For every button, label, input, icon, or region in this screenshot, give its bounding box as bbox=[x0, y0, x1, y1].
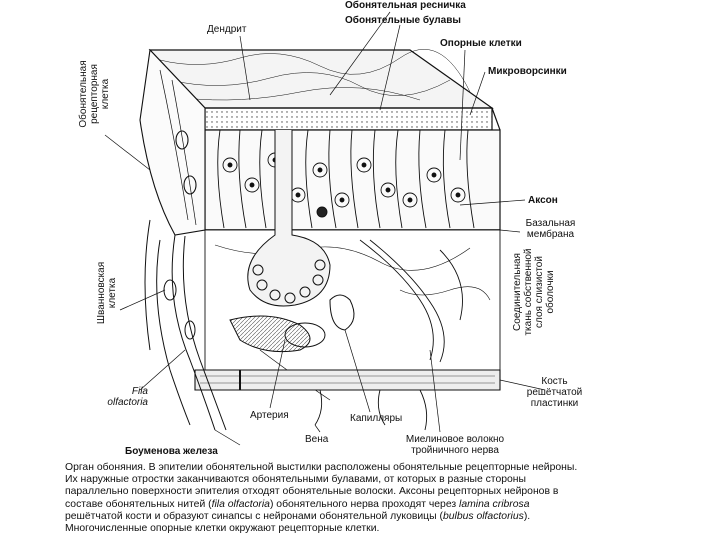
caption-line-4d: lamina cribrosa bbox=[459, 498, 530, 510]
caption-line-4: составе обонятельных нитей (fila olfacto… bbox=[65, 499, 665, 511]
label-dendrite: Дендрит bbox=[207, 24, 247, 35]
caption-line-5: решётчатой кости и образуют синапсы с не… bbox=[65, 511, 665, 523]
caption-line-5a: решётчатой кости и образуют синапсы с не… bbox=[65, 510, 443, 522]
label-capillaries: Капилляры bbox=[350, 413, 403, 424]
lamina-propria bbox=[204, 229, 501, 371]
label-fila-line2: olfactoria bbox=[107, 397, 148, 408]
label-fila-olfactoria: Fila olfactoria bbox=[70, 386, 148, 408]
label-myelin-line2: тройничного нерва bbox=[411, 445, 499, 456]
label-basal-membrane-line2: мембрана bbox=[526, 229, 575, 240]
label-cribriform-bone: Кость решётчатой пластинки bbox=[522, 376, 587, 409]
label-lamina-line2: ткань собственной bbox=[523, 248, 534, 336]
olfactory-diagram: Обонятельная ресничка Дендрит Обонятельн… bbox=[70, 0, 587, 457]
caption-line-3: параллельно поверхности эпителия отходят… bbox=[65, 486, 559, 498]
label-receptor-cell-vertical: Обонятельная рецепторная клетка bbox=[78, 48, 111, 140]
label-receptor-line2: рецепторная bbox=[89, 64, 100, 124]
fila-olfactoria bbox=[144, 219, 227, 431]
label-schwann-line2: клетка bbox=[107, 277, 118, 309]
label-lamina-line1: Соединительная bbox=[512, 253, 523, 331]
leader-lines bbox=[104, 11, 546, 446]
label-supporting-cells: Опорные клетки bbox=[440, 38, 522, 49]
label-basal-membrane: Базальная мембрана bbox=[518, 218, 583, 240]
label-axon: Аксон bbox=[528, 195, 558, 206]
epithelium-surface bbox=[148, 49, 494, 109]
bone-plate bbox=[194, 369, 501, 391]
figure-caption: Орган обоняния. В эпителии обонятельной … bbox=[65, 462, 665, 535]
label-bone-line3: пластинки bbox=[530, 398, 579, 409]
caption-line-4b: fila olfactoria bbox=[211, 498, 270, 510]
label-receptor-line1: Обонятельная bbox=[78, 60, 89, 128]
label-schwann-cell-vertical: Шванновская клетка bbox=[96, 258, 118, 328]
label-receptor-line3: клетка bbox=[100, 78, 111, 110]
label-olfactory-knobs: Обонятельные булавы bbox=[345, 15, 461, 26]
caption-line-5c: ). bbox=[523, 510, 531, 522]
label-fila-line1: Fila bbox=[131, 386, 148, 397]
caption-line-6: Многочисленные опорные клетки окружают р… bbox=[65, 523, 380, 535]
label-lamina-line3: слоя слизистой bbox=[534, 256, 545, 328]
caption-line-4c: ) обонятельного нерва проходят через bbox=[269, 498, 460, 510]
label-bone-line2: решётчатой bbox=[526, 387, 583, 398]
label-myelin-line1: Миелиновое волокно bbox=[405, 434, 505, 445]
epithelium-layer bbox=[204, 107, 501, 231]
label-lamina-line4: оболочки bbox=[545, 270, 556, 314]
label-vein: Вена bbox=[305, 434, 329, 445]
label-lamina-propria-vertical: Соединительная ткань собственной слоя сл… bbox=[512, 242, 556, 342]
label-basal-membrane-line1: Базальная bbox=[525, 218, 576, 229]
label-myelin-fiber: Миелиновое волокно тройничного нерва bbox=[400, 434, 510, 456]
caption-line-4a: составе обонятельных нитей ( bbox=[65, 498, 212, 510]
caption-line-2: Их наружные отростки заканчиваются обоня… bbox=[65, 474, 526, 486]
label-artery: Артерия bbox=[250, 410, 289, 421]
nerve-fibers-below bbox=[314, 389, 428, 431]
caption-line-5b: bulbus olfactorius bbox=[442, 510, 524, 522]
caption-line-1: Орган обоняния. В эпителии обонятельной … bbox=[65, 462, 578, 473]
label-olfactory-cilium: Обонятельная ресничка bbox=[345, 0, 466, 11]
label-schwann-line1: Шванновская bbox=[96, 261, 107, 325]
olfactory-epithelium-drawing bbox=[104, 11, 546, 446]
label-microvilli: Микроворсинки bbox=[488, 66, 567, 77]
bowmans-gland bbox=[247, 130, 331, 307]
label-bone-line1: Кость bbox=[541, 376, 568, 387]
label-bowmans-gland: Боуменова железа bbox=[125, 446, 218, 457]
